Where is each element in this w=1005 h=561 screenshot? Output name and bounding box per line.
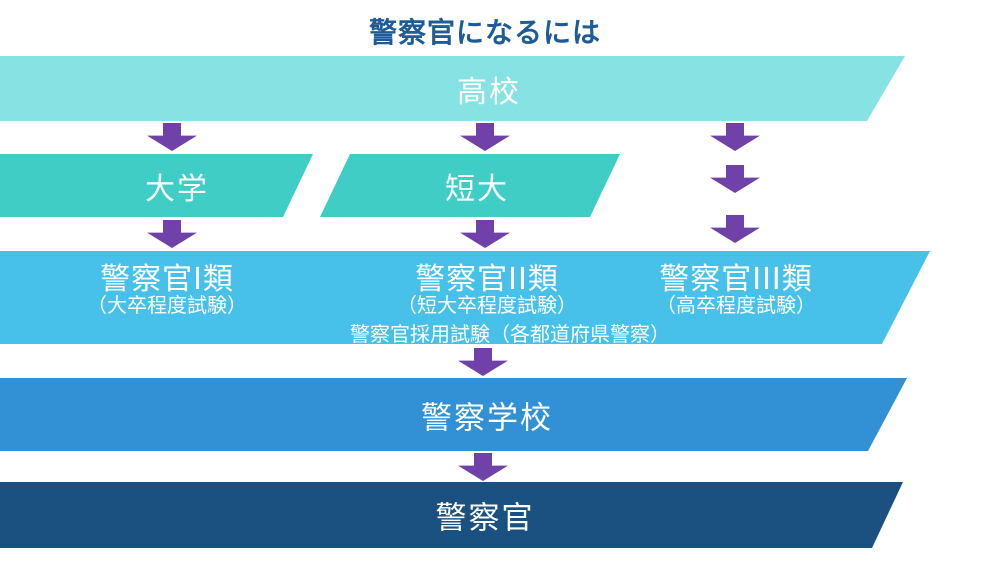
police-officer-label: 警察官 (435, 500, 535, 537)
down-arrow-icon (710, 123, 760, 151)
highschool-label: 高校 (457, 74, 521, 110)
exam-class2-subtitle: （短大卒程度試験） (397, 293, 577, 317)
down-arrow-icon (458, 453, 508, 481)
band-police-exam: 警察官I類 （大卒程度試験） 警察官II類 （短大卒程度試験） 警察官III類 … (0, 251, 930, 346)
shape-university: 大学 (0, 154, 313, 217)
down-arrow-icon (147, 220, 197, 248)
band-police-academy: 警察学校 (0, 378, 907, 451)
band-highschool: 高校 (0, 56, 905, 121)
exam-class3-subtitle: （高卒程度試験） (656, 293, 816, 317)
exam-class3-title: 警察官III類 (659, 262, 813, 297)
exam-class2-title: 警察官II類 (415, 262, 559, 297)
shape-junior-college: 短大 (320, 154, 620, 217)
down-arrow-icon (458, 348, 508, 376)
band-police-officer: 警察官 (0, 482, 903, 548)
down-arrow-icon (460, 220, 510, 248)
down-arrow-icon (710, 165, 760, 193)
exam-class1-subtitle: （大卒程度試験） (87, 293, 247, 317)
exam-note: 警察官採用試験（各都道府県警察） (350, 322, 670, 346)
down-arrow-icon (147, 123, 197, 151)
university-label: 大学 (145, 171, 209, 207)
down-arrow-icon (710, 215, 760, 243)
police-academy-label: 警察学校 (421, 400, 553, 436)
junior-college-label: 短大 (445, 171, 509, 207)
exam-class1-title: 警察官I類 (100, 262, 234, 297)
page-title: 警察官になるには (368, 16, 601, 49)
down-arrow-icon (460, 123, 510, 151)
